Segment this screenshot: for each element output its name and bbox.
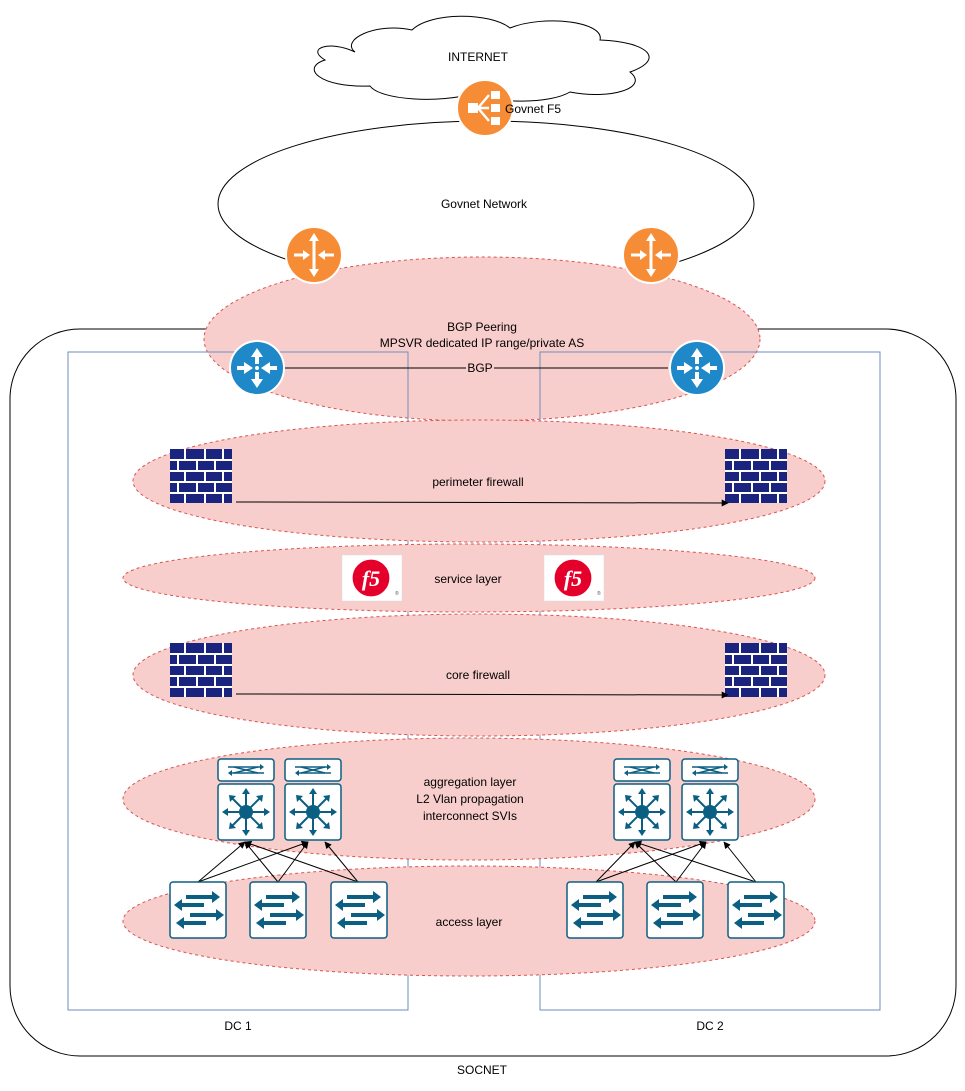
- bgp-router-dc1-icon: [229, 340, 285, 396]
- core-sync-arrow: [235, 691, 729, 699]
- core-firewall-layer: [132, 613, 826, 737]
- aggregation-label-2: L2 Vlan propagation: [416, 792, 523, 806]
- bgp-link-label-bg: [466, 361, 494, 374]
- core-firewall-label: core firewall: [446, 668, 510, 682]
- access-switch-dc1-c-icon: [330, 881, 388, 939]
- dc1-uplinks: [197, 840, 359, 883]
- govnet-router-right-icon: [621, 225, 681, 285]
- core-firewall-dc2-icon: [724, 642, 788, 698]
- bgp-peering-subtitle: MPSVR dedicated IP range/private AS: [380, 336, 585, 350]
- govnet-f5-icon: [456, 79, 514, 137]
- internet-cloud: [313, 15, 650, 102]
- perimeter-firewall-dc2-icon: [724, 448, 788, 504]
- govnet-router-left-icon: [284, 225, 344, 285]
- agg-switch-dc1-a-icon: [217, 758, 275, 841]
- perimeter-firewall-label: perimeter firewall: [432, 475, 523, 489]
- service-layer-label: service layer: [434, 572, 501, 586]
- perimeter-firewall-dc1-icon: [169, 448, 233, 504]
- service-layer: [122, 543, 816, 613]
- f5-dc1-icon: [341, 554, 403, 602]
- core-firewall-dc1-icon: [169, 642, 233, 698]
- bgp-peering-layer: [203, 256, 761, 422]
- govnet-f5-label: Govnet F5: [505, 102, 561, 116]
- perimeter-firewall-layer: [132, 419, 826, 543]
- govnet-network-label: Govnet Network: [441, 197, 528, 211]
- dc1-label: DC 1: [224, 1019, 252, 1033]
- access-switch-dc2-b-icon: [646, 881, 704, 939]
- aggregation-label-3: interconnect SVIs: [423, 809, 517, 823]
- access-switch-dc1-b-icon: [249, 881, 307, 939]
- bgp-peering-title: BGP Peering: [447, 320, 517, 334]
- f5-dc2-icon: [543, 554, 605, 602]
- access-layer-label: access layer: [436, 915, 503, 929]
- access-switch-dc2-a-icon: [566, 881, 624, 939]
- agg-switch-dc2-b-icon: [681, 758, 739, 841]
- bgp-router-dc2-icon: [669, 340, 725, 396]
- dc2-uplinks: [595, 840, 757, 883]
- agg-switch-dc1-b-icon: [284, 758, 342, 841]
- aggregation-label-1: aggregation layer: [424, 775, 517, 789]
- internet-label: INTERNET: [448, 50, 509, 64]
- access-switch-dc2-c-icon: [727, 881, 785, 939]
- agg-switch-dc2-a-icon: [613, 758, 671, 841]
- socnet-label: SOCNET: [457, 1063, 508, 1077]
- perimeter-sync-arrow: [235, 499, 729, 507]
- access-switch-dc1-a-icon: [169, 881, 227, 939]
- bgp-link-label: BGP: [467, 361, 492, 375]
- dc2-label: DC 2: [696, 1019, 724, 1033]
